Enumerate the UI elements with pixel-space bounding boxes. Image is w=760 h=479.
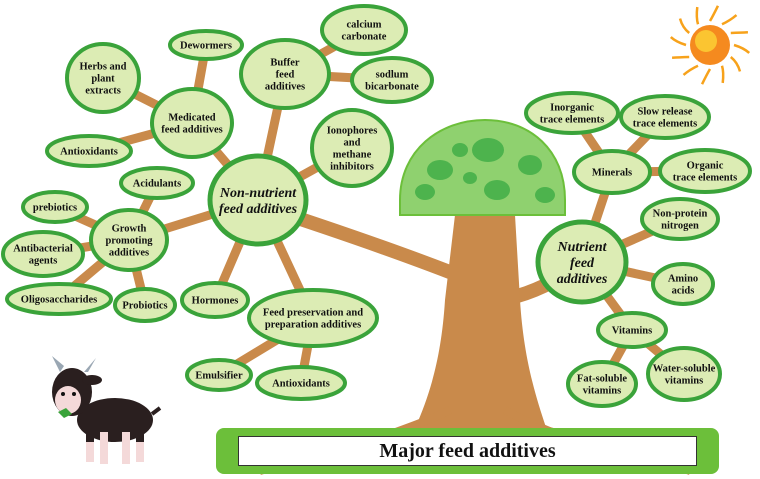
node-vitamins: Vitamins — [596, 311, 668, 349]
node-label: agents — [29, 256, 58, 267]
node-label: trace elements — [540, 115, 604, 126]
node-label: Probiotics — [122, 301, 167, 312]
node-label: and — [344, 138, 361, 149]
node-label: Buffer — [270, 58, 299, 69]
node-label: plant — [91, 74, 115, 85]
node-label: feed additives — [161, 125, 223, 136]
node-label: Minerals — [592, 168, 632, 179]
node-label: Dewormers — [180, 41, 232, 52]
node-label: trace elements — [673, 173, 737, 184]
node-label: promoting — [105, 236, 153, 247]
tree-canopy — [399, 118, 566, 216]
node-label: extracts — [85, 86, 121, 97]
node-label: Amino — [668, 274, 698, 285]
node-minerals: Minerals — [572, 149, 652, 195]
node-hormones: Hormones — [180, 281, 250, 319]
node-label: Inorganic — [550, 103, 594, 114]
node-label: Hormones — [192, 296, 239, 307]
node-label: Medicated — [168, 113, 215, 124]
node-label: feed — [570, 256, 595, 271]
node-prebiotics: prebiotics — [21, 190, 89, 224]
node-label: Ionophores — [327, 126, 378, 137]
node-label: Oligosaccharides — [21, 295, 97, 306]
node-label: Non-protein — [653, 209, 708, 220]
node-oligosaccharides: Oligosaccharides — [5, 282, 113, 316]
node-antioxidants-bottom: Antioxidants — [255, 365, 347, 401]
diagram-title: Major feed additives — [379, 439, 556, 462]
node-label: Antioxidants — [60, 147, 118, 158]
node-label: Water-soluble — [653, 364, 716, 375]
node-label: Slow release — [638, 107, 693, 118]
node-label: feed — [276, 70, 295, 81]
node-emulsifier: Emulsifier — [185, 358, 253, 392]
node-label: prebiotics — [33, 203, 77, 214]
node-label: Non-nutrient — [219, 186, 297, 201]
node-label: trace elements — [633, 119, 697, 130]
node-label: Fat-soluble — [577, 374, 628, 385]
goat-illustration — [52, 356, 162, 464]
node-label: additives — [265, 82, 305, 93]
node-label: bicarbonate — [365, 82, 419, 93]
node-dewormers: Dewormers — [168, 29, 244, 61]
node-label: Growth — [112, 224, 147, 235]
node-label: additives — [109, 248, 149, 259]
node-acidulants: Acidulants — [119, 166, 195, 200]
node-label: Feed preservation and — [263, 308, 363, 319]
node-antioxidants-top: Antioxidants — [45, 134, 133, 168]
node-label: preparation additives — [265, 320, 361, 331]
sun-icon — [669, 5, 751, 85]
node-label: additives — [557, 272, 608, 287]
node-label: vitamins — [583, 386, 622, 397]
node-label: Organic — [687, 161, 724, 172]
title-box: Major feed additives — [238, 436, 697, 466]
node-label: calcium — [347, 20, 382, 31]
node-label: Vitamins — [612, 326, 652, 337]
node-label: feed additives — [219, 202, 298, 217]
node-label: Acidulants — [133, 179, 181, 190]
node-label: sodlum — [376, 70, 409, 81]
node-label: vitamins — [665, 376, 704, 387]
node-label: nitrogen — [661, 221, 699, 232]
node-label: Antibacterial — [13, 244, 73, 255]
node-label: methane — [333, 150, 372, 161]
node-label: carbonate — [342, 32, 387, 43]
node-label: acids — [672, 286, 695, 297]
node-probiotics: Probiotics — [113, 287, 177, 323]
node-label: Emulsifier — [195, 371, 243, 382]
node-label: Herbs and — [80, 62, 127, 73]
node-label: Nutrient — [556, 240, 607, 255]
node-label: inhibitors — [330, 162, 374, 173]
node-label: Antioxidants — [272, 379, 330, 390]
